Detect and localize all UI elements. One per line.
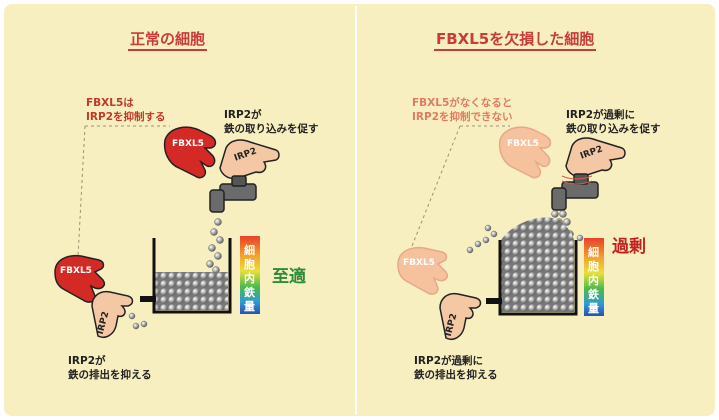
irp2-top-annotation-line1: IRP2が過剰に [566, 108, 635, 122]
fbxl5-hand-bottom-label: FBXL5 [403, 258, 435, 268]
fbxl5-annotation-line1: FBXL5は [86, 96, 134, 110]
right-panel-title: FBXL5を欠損した細胞 [434, 30, 596, 51]
fbxl5-annotation-line2: IRP2を抑制する [86, 110, 166, 124]
status-excess: 過剰 [612, 232, 646, 257]
irp2-bottom-annotation-line1: IRP2が [68, 354, 106, 368]
fbxl5-hand-bottom-label: FBXL5 [60, 266, 92, 276]
iron-level-scale-label-right: 細胞内鉄量 [588, 246, 600, 316]
panel-background [4, 4, 715, 416]
fbxl5-missing-annotation-line1: FBXL5がなくなると [412, 96, 512, 110]
irp2-top-annotation-line2: 鉄の取り込みを促す [224, 122, 319, 136]
irp2-top-annotation-line1: IRP2が [224, 108, 262, 122]
fbxl5-hand-top-label: FBXL5 [507, 139, 539, 149]
status-optimal: 至適 [272, 262, 306, 287]
irp2-bottom-annotation-line1: IRP2が過剰に [414, 354, 483, 368]
irp2-top-annotation-line2: 鉄の取り込みを促す [566, 122, 661, 136]
left-panel-title: 正常の細胞 [128, 30, 207, 51]
irp2-bottom-annotation-line2: 鉄の排出を抑える [68, 368, 152, 382]
fbxl5-missing-annotation-line2: IRP2を抑制できない [412, 110, 513, 124]
iron-level-scale-label-left: 細胞内鉄量 [244, 244, 256, 314]
fbxl5-hand-top-label: FBXL5 [172, 139, 204, 149]
irp2-bottom-annotation-line2: 鉄の排出を抑える [414, 368, 498, 382]
